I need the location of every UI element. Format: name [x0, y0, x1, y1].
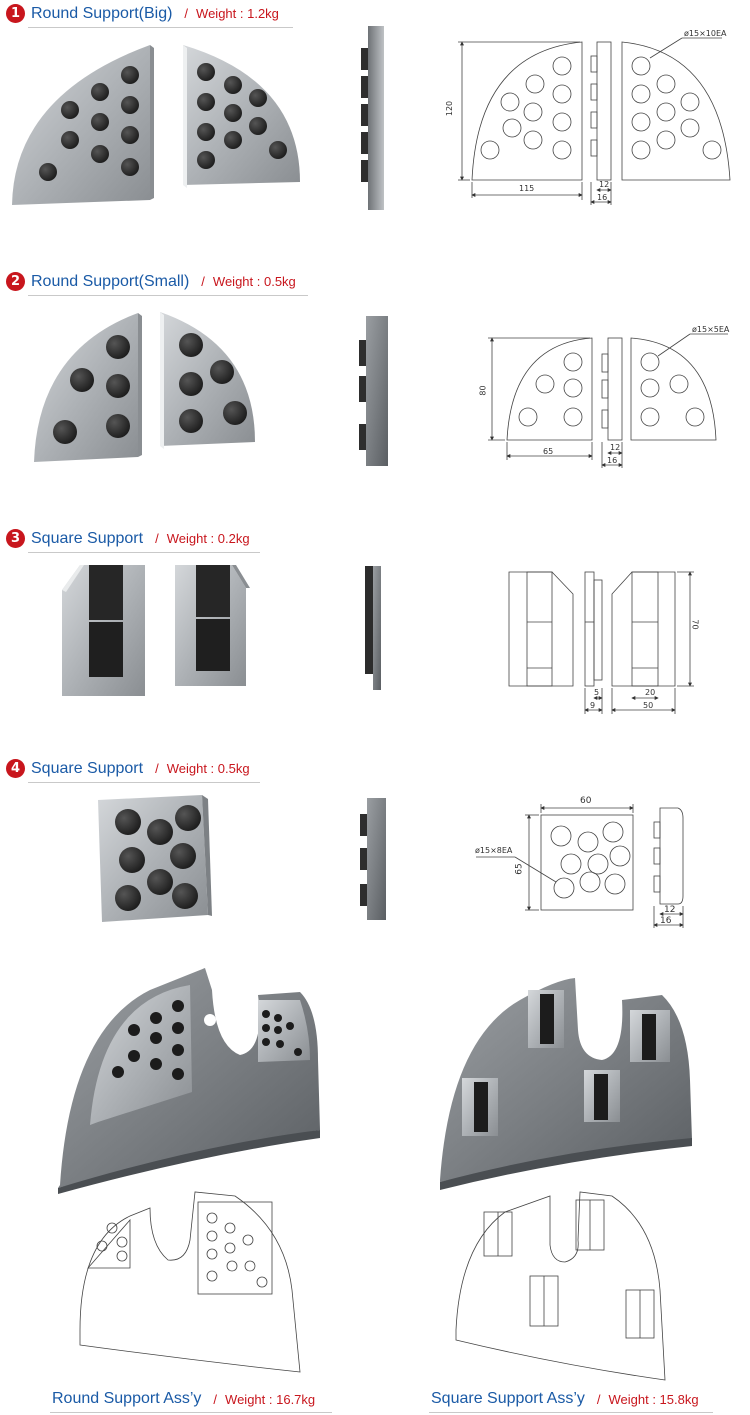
section-4-photo	[98, 795, 386, 922]
section-2-underline	[28, 295, 308, 296]
square-assembly-drawing	[455, 1191, 666, 1381]
square-assembly-caption: Square Support Ass’y / Weight : 15.8kg	[431, 1390, 699, 1408]
dim-s4-height: 65	[514, 863, 525, 875]
section-number-badge: 3	[6, 529, 25, 548]
section-3-heading: 3 Square Support / Weight : 0.2kg	[6, 529, 250, 548]
assembly-weight: Weight : 16.7kg	[225, 1391, 316, 1407]
section-4-drawing	[476, 804, 684, 928]
section-2-drawing	[488, 333, 728, 468]
dim-s2-thick-a: 12	[610, 443, 621, 452]
dim-s3-d: 50	[643, 701, 654, 710]
dim-s3-b: 9	[590, 701, 596, 710]
section-title: Square Support	[31, 529, 144, 547]
section-number-badge: 2	[6, 272, 25, 291]
dim-s2-thick-b: 16	[607, 456, 618, 465]
dim-s4-thick-a: 12	[664, 905, 676, 915]
dim-s1-thick-b: 16	[597, 193, 608, 202]
dim-s1-height: 120	[445, 100, 455, 117]
weight-label: Weight : 0.5kg	[166, 761, 250, 776]
assembly-weight: Weight : 15.8kg	[608, 1391, 699, 1407]
round-assembly-underline	[50, 1412, 332, 1413]
section-1-heading: 1 Round Support(Big) / Weight : 1.2kg	[6, 4, 279, 23]
round-assembly-drawing	[79, 1191, 301, 1373]
section-1-underline	[28, 27, 293, 28]
section-number-badge: 1	[6, 4, 25, 23]
weight-label: Weight : 0.2kg	[166, 531, 250, 546]
section-3-photo	[62, 565, 381, 696]
dim-s1-thick-a: 12	[599, 180, 610, 189]
round-assembly-render	[58, 968, 320, 1194]
section-4-heading: 4 Square Support / Weight : 0.5kg	[6, 759, 250, 778]
separator: /	[213, 1391, 218, 1407]
separator: /	[155, 761, 159, 776]
dim-s2-holes: ø15×5EA	[692, 325, 730, 334]
separator: /	[201, 274, 205, 289]
section-2-heading: 2 Round Support(Small) / Weight : 0.5kg	[6, 272, 296, 291]
dim-s4-thick-b: 16	[660, 916, 672, 926]
dim-s1-width: 115	[519, 184, 535, 193]
separator: /	[596, 1391, 601, 1407]
section-3-drawing	[508, 571, 694, 714]
square-assembly-underline	[429, 1412, 713, 1413]
weight-label: Weight : 0.5kg	[212, 274, 296, 289]
weight-label: Weight : 1.2kg	[196, 6, 279, 21]
section-title: Round Support(Small)	[31, 272, 190, 290]
dim-s3-c: 20	[645, 688, 656, 697]
dim-s3-height: 70	[690, 619, 700, 630]
assembly-title: Square Support Ass’y	[431, 1390, 585, 1407]
separator: /	[184, 6, 189, 21]
section-1-drawing	[458, 37, 731, 205]
section-number-badge: 4	[6, 759, 25, 778]
round-assembly-caption: Round Support Ass’y / Weight : 16.7kg	[52, 1390, 315, 1408]
dim-s4-holes: ø15×8EA	[475, 846, 513, 855]
assembly-title: Round Support Ass’y	[52, 1390, 202, 1407]
dim-s3-a: 5	[594, 688, 600, 697]
dim-s1-holes: ø15×10EA	[684, 29, 727, 38]
section-title: Square Support	[31, 759, 144, 777]
section-title: Round Support(Big)	[31, 4, 173, 22]
dim-s4-width: 60	[580, 796, 592, 806]
section-3-underline	[28, 552, 260, 553]
section-4-underline	[28, 782, 260, 783]
dim-s2-height: 80	[478, 385, 488, 396]
square-assembly-render	[440, 978, 692, 1190]
section-2-photo	[34, 312, 388, 466]
separator: /	[155, 531, 159, 546]
dim-s2-width: 65	[543, 447, 554, 456]
section-1-photo	[12, 26, 384, 210]
